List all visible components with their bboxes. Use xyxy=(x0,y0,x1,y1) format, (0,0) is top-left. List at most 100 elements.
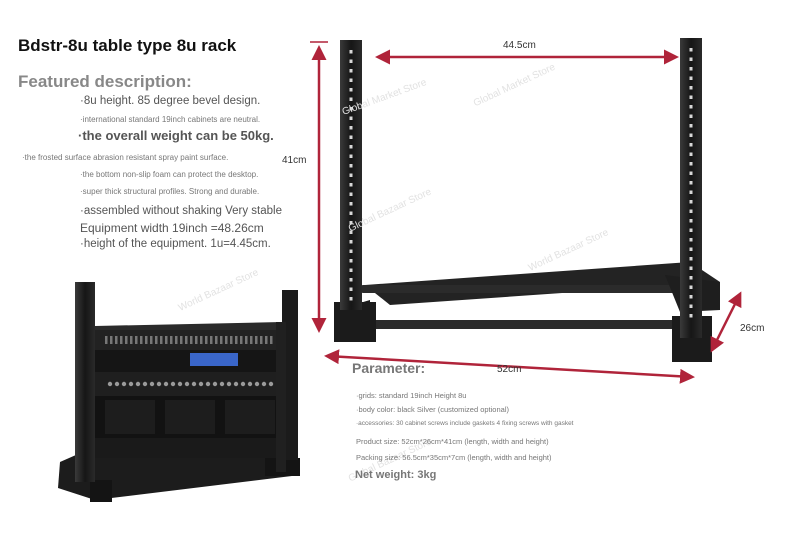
parameter-line: ·body color: black Silver (customized op… xyxy=(356,405,509,414)
mounting-hole xyxy=(689,219,693,223)
mounting-hole xyxy=(689,228,693,232)
mounting-hole xyxy=(349,240,353,244)
mounting-hole xyxy=(689,276,693,280)
fader xyxy=(105,336,108,344)
fader xyxy=(225,336,228,344)
fader xyxy=(135,336,138,344)
fader xyxy=(160,336,163,344)
mounting-hole xyxy=(349,173,353,177)
knob xyxy=(170,381,176,387)
fader xyxy=(155,336,158,344)
fader xyxy=(255,336,258,344)
knob xyxy=(156,381,162,387)
feature-line: ·height of the equipment. 1u=4.45cm. xyxy=(80,238,271,250)
lcd-display xyxy=(190,353,238,366)
mounting-hole xyxy=(349,107,353,111)
fader xyxy=(165,336,168,344)
mounting-hole xyxy=(349,116,353,120)
mounting-hole xyxy=(689,86,693,90)
fader xyxy=(110,336,113,344)
fader xyxy=(200,336,203,344)
mounting-hole xyxy=(349,164,353,168)
parameter-line: ·grids: standard 19inch Height 8u xyxy=(356,391,467,400)
knob xyxy=(149,381,155,387)
knob xyxy=(163,381,169,387)
fader xyxy=(115,336,118,344)
fader xyxy=(205,336,208,344)
knob xyxy=(226,381,232,387)
mounting-hole xyxy=(349,126,353,130)
knob xyxy=(177,381,183,387)
knob xyxy=(121,381,127,387)
loaded-rack xyxy=(58,282,300,502)
feature-line: ·international standard 19inch cabinets … xyxy=(80,115,261,124)
fader xyxy=(180,336,183,344)
mounting-hole xyxy=(349,59,353,63)
mounting-hole xyxy=(349,183,353,187)
mounting-hole xyxy=(349,192,353,196)
fader xyxy=(125,336,128,344)
mounting-hole xyxy=(349,221,353,225)
featured-heading: Featured description: xyxy=(18,72,192,91)
dimension-width-top: 44.5cm xyxy=(503,40,536,51)
mounting-hole xyxy=(349,259,353,263)
mounting-hole xyxy=(689,181,693,185)
depth-arrow xyxy=(710,291,742,353)
knob xyxy=(233,381,239,387)
mounting-hole xyxy=(689,152,693,156)
feature-line: ·the frosted surface abrasion resistant … xyxy=(22,153,229,162)
mounting-hole xyxy=(689,266,693,270)
fader xyxy=(250,336,253,344)
feature-line: ·the overall weight can be 50kg. xyxy=(78,128,274,143)
knob xyxy=(142,381,148,387)
mounting-hole xyxy=(349,78,353,82)
mounting-hole xyxy=(349,278,353,282)
fader xyxy=(215,336,218,344)
mounting-hole xyxy=(689,48,693,52)
mounting-hole xyxy=(689,257,693,261)
knob xyxy=(107,381,113,387)
knob xyxy=(191,381,197,387)
fader xyxy=(245,336,248,344)
mounting-hole xyxy=(689,76,693,80)
mounting-hole xyxy=(689,171,693,175)
fader xyxy=(130,336,133,344)
fader xyxy=(120,336,123,344)
knob xyxy=(135,381,141,387)
mounting-hole xyxy=(349,97,353,101)
bottom-width-arrow xyxy=(324,349,695,384)
empty-rack xyxy=(334,38,720,362)
knob xyxy=(128,381,134,387)
mounting-hole xyxy=(689,114,693,118)
parameter-heading: Parameter: xyxy=(352,360,426,376)
mounting-hole xyxy=(689,209,693,213)
mounting-hole xyxy=(689,133,693,137)
mounting-hole xyxy=(349,50,353,54)
dimension-width-bottom: 52cm xyxy=(497,364,522,375)
net-weight: Net weight: 3kg xyxy=(355,469,437,481)
mounting-hole xyxy=(689,143,693,147)
knob xyxy=(212,381,218,387)
fader xyxy=(260,336,263,344)
mounting-hole xyxy=(349,145,353,149)
feature-line: ·the bottom non-slip foam can protect th… xyxy=(80,170,259,179)
feature-line: Equipment width 19inch =48.26cm xyxy=(80,221,264,235)
fader xyxy=(270,336,273,344)
fader xyxy=(175,336,178,344)
knob xyxy=(198,381,204,387)
mounting-hole xyxy=(689,124,693,128)
mounting-hole xyxy=(689,57,693,61)
knob xyxy=(254,381,260,387)
mounting-hole xyxy=(349,268,353,272)
parameter-line: Product size: 52cm*26cm*41cm (length, wi… xyxy=(356,437,549,446)
mounting-hole xyxy=(689,190,693,194)
mounting-hole xyxy=(689,95,693,99)
mounting-hole xyxy=(349,211,353,215)
knob xyxy=(240,381,246,387)
mounting-hole xyxy=(689,200,693,204)
mounting-hole xyxy=(349,135,353,139)
mounting-hole xyxy=(349,88,353,92)
fader xyxy=(230,336,233,344)
mounting-hole xyxy=(349,249,353,253)
knob xyxy=(114,381,120,387)
